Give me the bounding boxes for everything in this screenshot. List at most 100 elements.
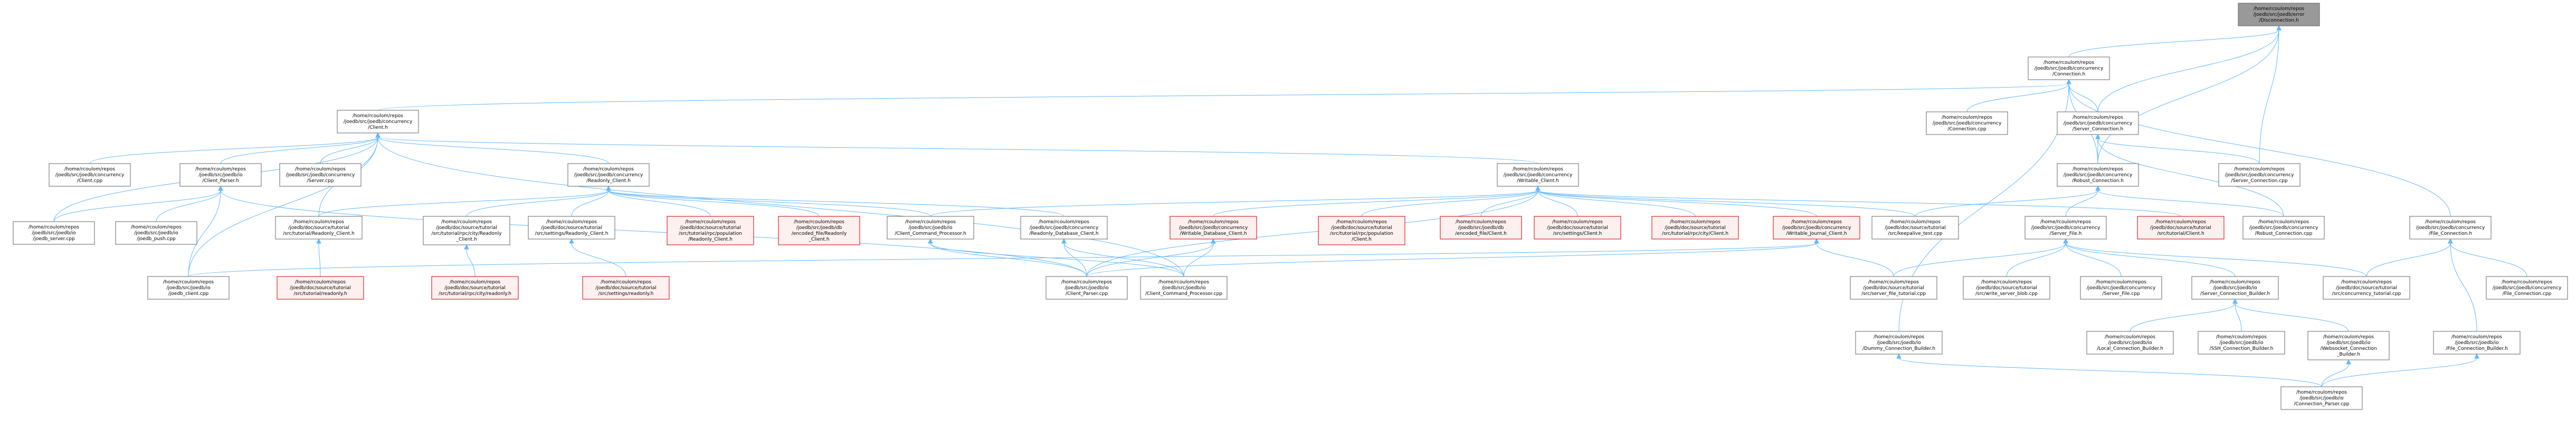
- node-label-line: /File_Connection_Builder.h: [2446, 346, 2508, 351]
- edge-client-h-to-connection-h: [377, 79, 2071, 111]
- graph-node-file-connection-h[interactable]: /home/rcoulom/repos/joedb/src/joedb/conc…: [2409, 216, 2492, 240]
- node-box: [2218, 163, 2301, 187]
- node-label-line: /home/rcoulom/repos: [2216, 335, 2267, 340]
- node-label-line: /joedb/src/joedb/db: [796, 225, 842, 231]
- graph-node-rpc-city-readonly-client-h[interactable]: /home/rcoulom/repos/joedb/doc/source/tut…: [423, 216, 510, 245]
- graph-node-connection-cpp[interactable]: /home/rcoulom/repos/joedb/src/joedb/conc…: [1926, 111, 2008, 135]
- node-box: [2024, 216, 2107, 240]
- node-label-line: /Server_Connection.h: [2073, 127, 2124, 132]
- node-box: [279, 163, 362, 187]
- node-label-line: /Robust_Connection.cpp: [2255, 231, 2313, 236]
- node-box: [2280, 386, 2363, 410]
- edge-rpc-city-readonly-client-h-to-readonly-client-h: [466, 185, 611, 217]
- graph-node-root[interactable]: /home/rcoulom/repos/joedb/src/joedb/erro…: [2238, 3, 2320, 26]
- graph-node-writable-database-client-h[interactable]: /home/rcoulom/repos/joedb/src/joedb/conc…: [1170, 216, 1257, 240]
- node-box: [2409, 216, 2492, 240]
- graph-node-encoded-file-client-h[interactable]: /home/rcoulom/repos/joedb/src/joedb/db/e…: [1440, 216, 1522, 240]
- graph-node-joedb-server-cpp[interactable]: /home/rcoulom/repos/joedb/src/joedb/io/j…: [13, 221, 95, 245]
- node-label-line: /home/rcoulom/repos: [1061, 280, 1112, 285]
- graph-node-concurrency-tutorial-cpp[interactable]: /home/rcoulom/repos/joedb/doc/source/tut…: [2323, 276, 2410, 300]
- graph-node-client-h[interactable]: /home/rcoulom/repos/joedb/src/joedb/conc…: [337, 110, 419, 134]
- node-label-line: /joedb/src/joedb/error: [2254, 12, 2305, 17]
- edge-client-parser-cpp-to-client-parser-h: [218, 185, 1087, 277]
- graph-node-keepalive-test-cpp[interactable]: /home/rcoulom/repos/joedb/doc/source/tut…: [1871, 216, 1959, 240]
- node-label-line: /home/rcoulom/repos: [905, 220, 956, 225]
- graph-node-joedb-push-cpp[interactable]: /home/rcoulom/repos/joedb/src/joedb/io/j…: [115, 221, 197, 245]
- graph-node-settings-readonly-client-h[interactable]: /home/rcoulom/repos/joedb/doc/source/tut…: [528, 216, 615, 240]
- graph-node-readonly-database-client-h[interactable]: /home/rcoulom/repos/joedb/src/joedb/conc…: [1020, 216, 1108, 240]
- graph-node-pop-readonly-client-h[interactable]: /home/rcoulom/repos/joedb/doc/source/tut…: [667, 216, 754, 245]
- graph-node-settings-client-h[interactable]: /home/rcoulom/repos/joedb/doc/source/tut…: [1534, 216, 1621, 240]
- node-box: [1963, 276, 2050, 300]
- graph-node-readonly-client-h[interactable]: /home/rcoulom/repos/joedb/src/joedb/conc…: [567, 163, 650, 187]
- graph-node-server-file-cpp[interactable]: /home/rcoulom/repos/joedb/src/joedb/conc…: [2080, 276, 2162, 300]
- graph-node-connection-parser-cpp[interactable]: /home/rcoulom/repos/joedb/src/joedb/io/C…: [2280, 386, 2363, 410]
- node-label-line: /home/rcoulom/repos: [2258, 220, 2309, 225]
- graph-node-server-cpp[interactable]: /home/rcoulom/repos/joedb/src/joedb/conc…: [279, 163, 362, 187]
- node-label-line: /joedb_client.cpp: [168, 291, 209, 297]
- graph-node-ssh-connection-builder-h[interactable]: /home/rcoulom/repos/joedb/src/joedb/io/S…: [2198, 331, 2285, 355]
- node-label-line: /home/rcoulom/repos: [1942, 115, 1992, 120]
- graph-node-client-parser-cpp[interactable]: /home/rcoulom/repos/joedb/src/joedb/io/C…: [1045, 276, 1128, 300]
- node-label-line: /joedb/doc/source/tutorial: [541, 225, 602, 231]
- graph-node-client-command-processor-h[interactable]: /home/rcoulom/repos/joedb/src/joedb/io/C…: [887, 216, 974, 240]
- node-box: [2242, 216, 2325, 240]
- graph-node-joedb-client-cpp[interactable]: /home/rcoulom/repos/joedb/src/joedb/io/j…: [147, 276, 230, 300]
- node-label-line: /joedb/src/joedb/io: [1877, 340, 1921, 346]
- node-label-line: /home/rcoulom/repos: [295, 280, 346, 285]
- graph-node-server-file-tutorial-cpp[interactable]: /home/rcoulom/repos/joedb/doc/source/tut…: [1850, 276, 1937, 300]
- graph-node-server-connection-h[interactable]: /home/rcoulom/repos/joedb/src/joedb/conc…: [2057, 111, 2139, 135]
- edge-server-cpp-to-client-h: [320, 132, 381, 164]
- graph-node-websocket-connection-builder-h[interactable]: /home/rcoulom/repos/joedb/src/joedb/io/W…: [2307, 331, 2390, 360]
- edge-server-connection-h-to-root: [2097, 25, 2282, 112]
- node-label-line: /home/rcoulom/repos: [2425, 220, 2476, 225]
- graph-node-robust-connection-h[interactable]: /home/rcoulom/repos/joedb/src/joedb/conc…: [2057, 163, 2139, 187]
- node-label-line: /home/rcoulom/repos: [2323, 335, 2374, 340]
- graph-node-file-connection-builder-h[interactable]: /home/rcoulom/repos/joedb/src/joedb/io/F…: [2433, 331, 2521, 355]
- node-box: [1926, 111, 2008, 135]
- graph-node-writable-client-h[interactable]: /home/rcoulom/repos/joedb/src/joedb/conc…: [1497, 163, 1579, 187]
- graph-node-dummy-connection-builder-h[interactable]: /home/rcoulom/repos/joedb/src/joedb/io/D…: [1855, 331, 1943, 355]
- graph-node-tut-readonly-h[interactable]: /home/rcoulom/repos/joedb/doc/source/tut…: [277, 276, 364, 300]
- node-box: [277, 276, 364, 300]
- graph-node-settings-readonly-h[interactable]: /home/rcoulom/repos/joedb/doc/source/tut…: [582, 276, 670, 300]
- node-label-line: /joedb/src/joedb/concurrency: [2493, 285, 2562, 291]
- node-label-line: /Dummy_Connection_Builder.h: [1862, 346, 1935, 351]
- graph-node-file-connection-cpp[interactable]: /home/rcoulom/repos/joedb/src/joedb/conc…: [2486, 276, 2568, 300]
- graph-node-client-parser-h[interactable]: /home/rcoulom/repos/joedb/src/joedb/io/C…: [179, 163, 262, 187]
- graph-node-encoded-file-readonly-client-h[interactable]: /home/rcoulom/repos/joedb/src/joedb/db/e…: [778, 216, 860, 245]
- node-box: [1850, 276, 1937, 300]
- edge-client-command-processor-cpp-to-client-h: [375, 132, 1184, 277]
- edge-server-file-h-to-robust-connection-h: [2065, 185, 2100, 217]
- node-box: [1534, 216, 1621, 240]
- edge-client-command-processor-cpp-to-client-command-processor-h: [928, 238, 1184, 277]
- node-label-line: /src/write_server_blob.cpp: [1975, 291, 2038, 297]
- node-label-line: /home/rcoulom/repos: [1039, 220, 1089, 225]
- graph-node-write-server-blob-cpp[interactable]: /home/rcoulom/repos/joedb/doc/source/tut…: [1963, 276, 2050, 300]
- node-label-line: /joedb/doc/source/tutorial: [2150, 225, 2211, 231]
- graph-node-writable-journal-client-h[interactable]: /home/rcoulom/repos/joedb/src/joedb/conc…: [1773, 216, 1860, 240]
- edge-encoded-file-readonly-client-h-to-readonly-client-h: [606, 185, 820, 217]
- graph-node-client-command-processor-cpp[interactable]: /home/rcoulom/repos/joedb/src/joedb/io/C…: [1140, 276, 1228, 300]
- graph-node-tut-client-h[interactable]: /home/rcoulom/repos/joedb/doc/source/tut…: [2137, 216, 2225, 240]
- node-label-line: /Readonly_Database_Client.h: [1029, 231, 1098, 236]
- graph-node-server-connection-cpp[interactable]: /home/rcoulom/repos/joedb/src/joedb/conc…: [2218, 163, 2301, 187]
- graph-node-server-connection-builder-h[interactable]: /home/rcoulom/repos/joedb/src/joedb/io/S…: [2191, 276, 2279, 300]
- edge-robust-connection-cpp-to-robust-connection-h: [2095, 185, 2284, 217]
- edge-client-parser-cpp-to-writable-journal-client-h: [1086, 238, 1819, 277]
- graph-node-rpc-city-client-h[interactable]: /home/rcoulom/repos/joedb/doc/source/tut…: [1651, 216, 1739, 240]
- node-label-line: /joedb/src/joedb/concurrency: [2249, 225, 2318, 231]
- node-label-line: /Disconnection.h: [2259, 18, 2298, 23]
- node-label-line: /joedb/src/joedb/concurrency: [2087, 285, 2156, 291]
- graph-node-connection-h[interactable]: /home/rcoulom/repos/joedb/src/joedb/conc…: [2028, 56, 2110, 80]
- graph-node-client-cpp[interactable]: /home/rcoulom/repos/joedb/src/joedb/conc…: [49, 163, 131, 187]
- graph-node-robust-connection-cpp[interactable]: /home/rcoulom/repos/joedb/src/joedb/conc…: [2242, 216, 2325, 240]
- graph-node-pop-client-h[interactable]: /home/rcoulom/repos/joedb/doc/source/tut…: [1318, 216, 1405, 245]
- node-box: [2057, 163, 2139, 187]
- graph-node-rpc-city-readonly-h[interactable]: /home/rcoulom/repos/joedb/doc/source/tut…: [431, 276, 519, 300]
- node-label-line: /joedb/src/joedb/io: [198, 173, 243, 178]
- graph-node-tut-readonly-client-h[interactable]: /home/rcoulom/repos/joedb/doc/source/tut…: [275, 216, 363, 240]
- node-label-line: /home/rcoulom/repos: [2073, 115, 2123, 120]
- graph-node-local-connection-builder-h[interactable]: /home/rcoulom/repos/joedb/src/joedb/io/L…: [2086, 331, 2174, 355]
- graph-node-server-file-h[interactable]: /home/rcoulom/repos/joedb/src/joedb/conc…: [2024, 216, 2107, 240]
